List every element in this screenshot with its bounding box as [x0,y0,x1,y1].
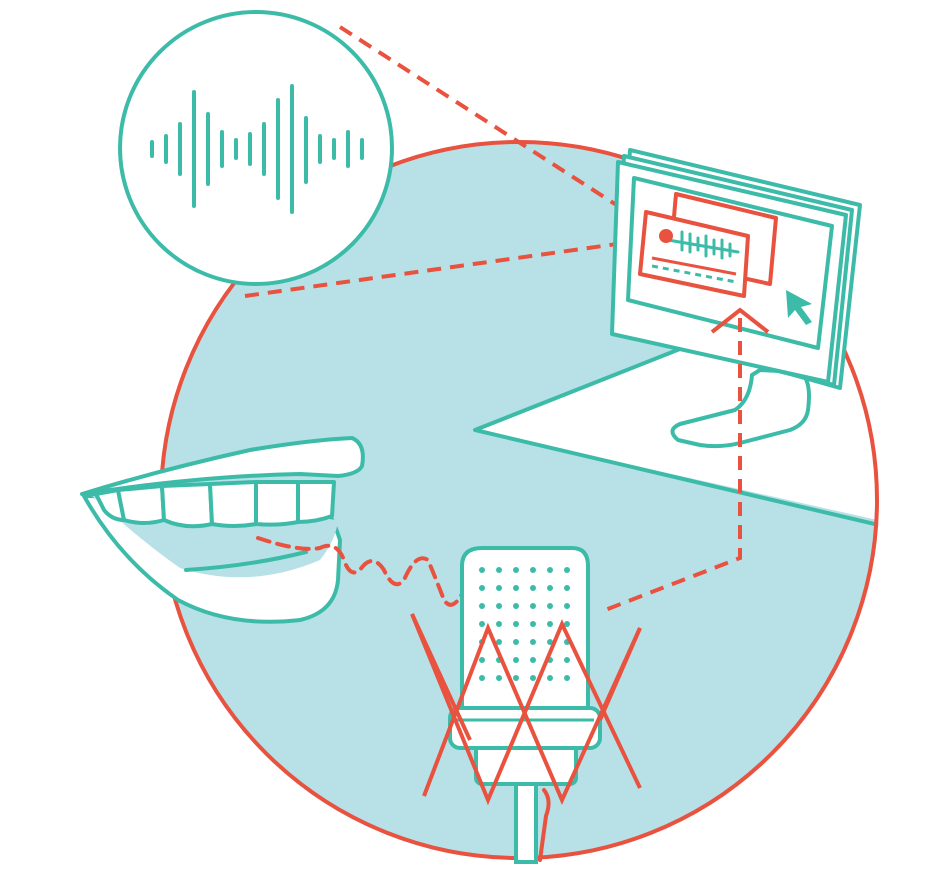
teeth [94,480,336,529]
cursor-arrow-icon [786,290,812,325]
upper-lip [80,436,365,496]
screen-track-line [651,256,737,276]
waveform-bubble [118,10,394,286]
record-dot [659,229,673,243]
computer-monitor [610,148,862,449]
tongue [184,550,308,572]
screen-waveform [666,230,740,260]
signal-path [599,307,770,614]
monitor-stand [670,368,811,449]
waveform-bars [150,84,364,214]
microphone-head [460,546,590,718]
zoom-lines [244,25,662,298]
shock-mount [410,613,642,806]
microphone-stem [514,780,551,864]
mouth [80,436,365,624]
microphone [448,546,602,864]
chevron-up-icon [710,307,770,334]
screen-track-dashes [651,264,737,284]
desk-edge [473,343,877,532]
